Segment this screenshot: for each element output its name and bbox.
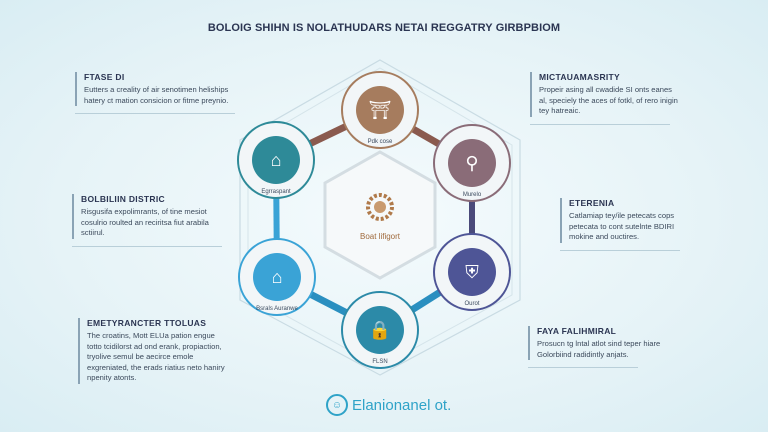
footer-brand: ☺ Elanionanel ot. (326, 394, 451, 416)
node-fill (356, 306, 404, 354)
building-icon: ⛩ (369, 100, 392, 120)
node-fill (253, 253, 301, 301)
panel-bottom-left: EMETYRANCTER TTOLUAS The croatins, Mott … (78, 318, 228, 384)
panel-title: MICTAUAMASRITY (539, 72, 621, 82)
node-house: ⌂ Egrraspant (237, 121, 315, 199)
node-label: Egrraspant (261, 189, 291, 195)
panel-body: Propeir asing all cwadide SI onts eanes … (539, 85, 678, 115)
panel-top-left: FTASE DI Eutters a creality of air senot… (75, 72, 235, 114)
node-fill (356, 86, 404, 134)
center-gear-core (374, 201, 386, 213)
node-label: Pdk cose (368, 139, 393, 145)
map-icon: ⌂ (272, 267, 283, 287)
panel-bottom-right: FAYA FALIHMIRAL Prosucn tg lntal atlot s… (528, 326, 668, 368)
node-label: FLSN (372, 359, 387, 365)
node-label: Ourot (464, 301, 479, 307)
node-fill (252, 136, 300, 184)
node-label: Bsrals Auranwe (256, 306, 298, 312)
house-icon: ⌂ (271, 150, 282, 170)
brand-name: Elanionanel ot. (352, 396, 452, 414)
node-fill (448, 139, 496, 187)
infographic-title: BOLOIG SHIHN IS NOLATHUDARS NETAI REGGAT… (207, 22, 561, 34)
panel-title: FTASE DI (84, 72, 125, 82)
node-shield: ⛨ Ourot (433, 233, 511, 311)
node-map: ⌂ Bsrals Auranwe (238, 238, 316, 316)
panel-title: BOLBILIIN DISTRIC (81, 194, 165, 204)
panel-top-right: MICTAUAMASRITY Propeir asing all cwadide… (530, 72, 680, 125)
panel-middle-right: ETERENIA Catlamiap tey/ile petecats cops… (560, 198, 690, 251)
center-label: Boat lifigort (359, 232, 401, 241)
outer-hexagon-frame (239, 59, 521, 376)
node-building: ⛩ Pdk cose (341, 71, 419, 149)
antenna-icon: ⚲ (465, 153, 478, 173)
panel-body: Eutters a creality of air senotimen heli… (84, 85, 229, 105)
panel-middle-left: BOLBILIIN DISTRIC Risgusifa expolimrants… (72, 194, 222, 247)
panel-body: Risgusifa expolimrants, of tine mesiot c… (81, 207, 209, 237)
node-fill (448, 248, 496, 296)
panel-body: Catlamiap tey/ile petecats cops petecata… (569, 211, 675, 241)
panel-body: The croatins, Mott ELUa pation engue tot… (87, 331, 225, 382)
panel-title: FAYA FALIHMIRAL (537, 326, 617, 336)
shield-icon: ⛨ (465, 262, 479, 282)
node-label: Murelo (463, 192, 482, 198)
center-gear-icon (366, 193, 394, 221)
center-hub (323, 150, 437, 280)
node-lock: 🔒 FLSN (341, 291, 419, 369)
lock-icon: 🔒 (369, 320, 391, 340)
panel-body: Prosucn tg lntal atlot sind teper hiare … (537, 339, 661, 359)
panel-title: ETERENIA (569, 198, 615, 208)
node-antenna: ⚲ Murelo (433, 124, 511, 202)
brand-logo-icon: ☺ (326, 394, 348, 416)
panel-title: EMETYRANCTER TTOLUAS (87, 318, 207, 328)
